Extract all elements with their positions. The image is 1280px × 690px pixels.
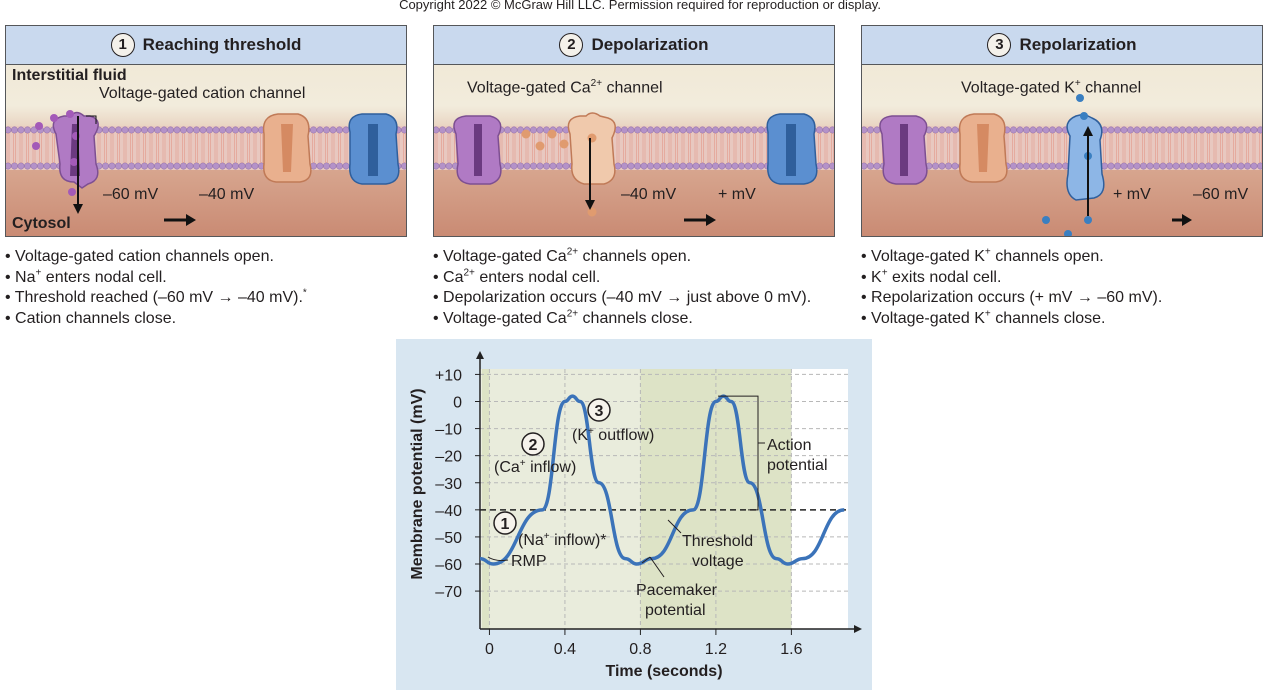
bullet-item: • Voltage-gated Ca2+ channels open. — [433, 246, 692, 265]
step3-label: (K+ outflow) — [572, 426, 654, 444]
action-potential-label-line2: potential — [767, 457, 828, 474]
bullet-list-threshold: • Voltage-gated cation channels open. • N… — [5, 247, 307, 329]
voltage-to: –40 mV — [199, 186, 255, 203]
cation-channel-icon — [52, 111, 99, 189]
calcium-channel-icon — [262, 113, 312, 183]
calcium-channel-icon — [567, 112, 616, 185]
y-tick-label: –50 — [435, 530, 462, 547]
potassium-channel-icon — [766, 113, 818, 185]
threshold-leader-line — [667, 519, 682, 534]
panel-header: 1 Reaching threshold — [6, 26, 406, 65]
panel-reaching-threshold: 1 Reaching threshold Interstitial flui — [5, 25, 407, 237]
bullet-item: • Repolarization occurs (+ mV → –60 mV). — [861, 289, 1163, 306]
calcium-channel-icon — [958, 113, 1008, 183]
y-axis-arrow — [476, 351, 484, 359]
y-tick-label: –70 — [435, 584, 462, 601]
membrane-potential-chart: +10 0 –10 –20 –30 –40 –50 –60 –70 0 0.4 0.8 1.2 1.6Ti… — [409, 351, 862, 680]
bullet-item: • Voltage-gated Ca2+ channels close. — [433, 308, 693, 327]
y-tick-label: –10 — [435, 422, 462, 439]
x-tick-label: 1.2 — [705, 641, 727, 658]
interstitial-fluid-label: Interstitial fluid — [12, 67, 127, 84]
cytosol-label: Cytosol — [12, 215, 71, 232]
y-tick-label: 0 — [453, 395, 462, 412]
action-potential-label-line1: Action — [767, 437, 811, 454]
voltage-from: –40 mV — [621, 186, 677, 203]
bullet-item: • Cation channels close. — [5, 309, 177, 327]
step2-label: (Ca+ inflow) — [494, 458, 576, 476]
bullet-item: • Voltage-gated K+ channels close. — [861, 308, 1106, 327]
voltage-to: –60 mV — [1193, 186, 1249, 203]
pacemaker-leader-line — [641, 556, 665, 578]
panel-title: Depolarization — [591, 35, 709, 54]
step1-label: (Na+ inflow)* — [518, 531, 607, 549]
bullet-item: • K+ exits nodal cell. — [861, 267, 1002, 286]
step-number-badge: 3 — [987, 33, 1012, 57]
threshold-label-line1: Threshold — [682, 533, 753, 550]
voltage-to: + mV — [718, 186, 756, 203]
panel-repolarization: 3 Repolarization Voltage-gated K+ channe… — [861, 25, 1263, 237]
voltage-from: –60 mV — [103, 186, 159, 203]
x-tick-label: 0.4 — [554, 641, 576, 658]
membrane-illustration — [434, 112, 834, 226]
copyright-notice: Copyright 2022 © McGraw Hill LLC. Permis… — [399, 0, 881, 12]
y-axis-label: Membrane potential (mV) — [409, 388, 426, 579]
step-number: 1 — [501, 516, 510, 533]
step-number-badge: 2 — [559, 33, 584, 57]
y-tick-label: –40 — [435, 503, 462, 520]
x-axis-arrow — [854, 625, 862, 633]
membrane-potential-line — [479, 394, 845, 566]
bullet-item: • Na+ enters nodal cell. — [5, 267, 167, 286]
panel-header: 2 Depolarization — [434, 26, 834, 65]
x-tick-label: 0.8 — [629, 641, 651, 658]
bullet-list-depolarization: • Voltage-gated Ca2+ channels open. • Ca2… — [433, 247, 811, 329]
bullet-list-repolarization: • Voltage-gated K+ channels open. • K+ ex… — [861, 247, 1162, 329]
step-number-circle — [587, 398, 611, 422]
bullet-item: • Voltage-gated K+ channels open. — [861, 246, 1104, 265]
step-number-circle — [521, 432, 545, 456]
x-tick-label: 1.6 — [780, 641, 802, 658]
pacemaker-label-line2: potential — [645, 602, 706, 619]
threshold-label-line2: voltage — [692, 553, 744, 570]
bullet-item: • Ca2+ enters nodal cell. — [433, 267, 601, 286]
bullet-item: • Depolarization occurs (–40 mV → just a… — [433, 289, 812, 306]
channel-label: Voltage-gated K+ channel — [961, 78, 1142, 97]
voltage-from: + mV — [1113, 186, 1151, 203]
y-tick-label: –30 — [435, 476, 462, 493]
x-tick-label: 0 — [485, 641, 494, 658]
shaded-region-start — [481, 369, 490, 629]
potassium-channel-icon — [348, 113, 400, 185]
membrane-illustration — [862, 94, 1262, 236]
channel-label: Voltage-gated cation channel — [99, 85, 306, 102]
step-number: 2 — [529, 437, 538, 454]
cation-channel-icon — [453, 115, 502, 185]
channel-label: Voltage-gated Ca2+ channel — [467, 78, 663, 97]
step-number-badge: 1 — [110, 33, 135, 57]
step-number: 3 — [595, 403, 604, 420]
y-tick-label: –20 — [435, 449, 462, 466]
x-axis-label: Time (seconds) — [605, 663, 722, 680]
membrane-illustration — [6, 110, 406, 226]
bullet-item: • Threshold reached (–60 mV → –40 mV).* — [5, 287, 307, 306]
cation-channel-icon — [879, 115, 928, 185]
action-potential-bracket — [718, 395, 765, 511]
panel-depolarization: 2 Depolarization Voltage-gated Ca2+ chan… — [433, 25, 835, 237]
y-tick-label: +10 — [435, 367, 462, 384]
rmp-leader-line — [487, 556, 509, 562]
rmp-label: RMP — [511, 553, 547, 570]
y-tick-label: –60 — [435, 557, 462, 574]
bullet-item: • Voltage-gated cation channels open. — [5, 248, 274, 265]
pacemaker-label-line1: Pacemaker — [636, 582, 718, 599]
panel-title: Reaching threshold — [142, 35, 302, 54]
panel-title: Repolarization — [1019, 35, 1137, 54]
panel-header: 3 Repolarization — [862, 26, 1262, 65]
step-number-circle — [493, 511, 517, 535]
